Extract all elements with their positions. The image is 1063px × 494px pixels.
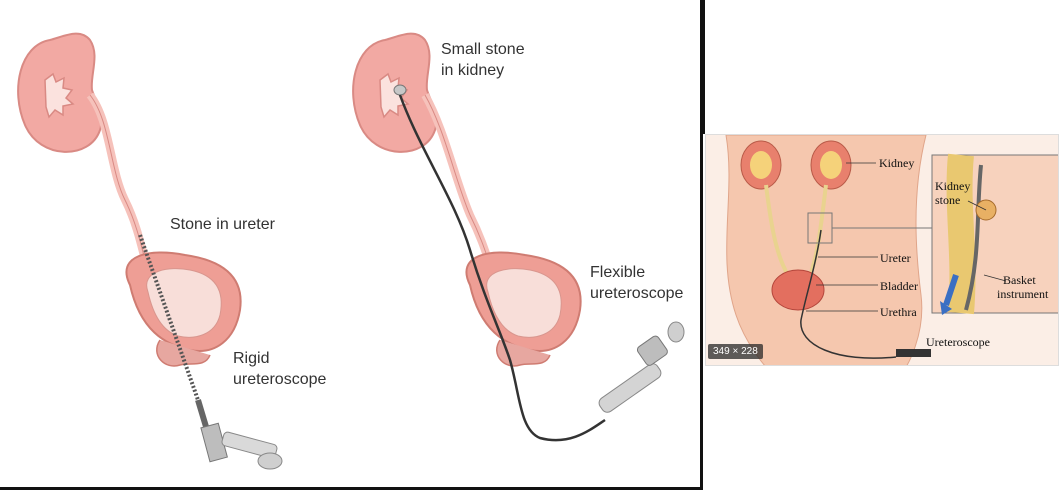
label-small-stone: Small stone: [441, 41, 525, 58]
kidney-left: [17, 32, 103, 153]
rigid-ureteroscope: [138, 234, 283, 470]
ureteroscopy-illustration: Stone in ureter Rigid ureteroscope Small…: [0, 0, 703, 490]
urinary-tract-drawing: [725, 135, 1058, 365]
label-flexible-ureteroscope: ureteroscope: [590, 285, 684, 302]
label-urethra: Urethra: [880, 305, 917, 319]
label-in-kidney: in kidney: [441, 62, 505, 79]
image-size-badge: 349 × 228: [708, 344, 763, 359]
bladder-left: [125, 251, 242, 367]
label-ureteroscope: Ureteroscope: [926, 335, 990, 349]
label-bladder: Bladder: [880, 279, 918, 293]
label-rigid: Rigid: [233, 350, 270, 367]
label-kidney: Kidney: [879, 156, 915, 170]
flexible-ureteroscope: [398, 94, 685, 442]
kidney-right: [352, 32, 438, 153]
label-rigid-ureteroscope: ureteroscope: [233, 371, 327, 388]
label-ureter: Ureter: [880, 251, 911, 265]
ureteroscopy-drawing: [17, 32, 685, 470]
urinary-tract-thumbnail[interactable]: Kidney Ureter Bladder Urethra Ureterosco…: [705, 134, 1059, 366]
label-flexible: Flexible: [590, 264, 646, 281]
label-stone-in-ureter: Stone in ureter: [170, 216, 275, 233]
label-inset-kidney: Kidney: [935, 179, 971, 193]
label-inset-instrument: instrument: [997, 287, 1049, 301]
label-inset-stone: stone: [935, 193, 961, 207]
bladder-right: [465, 251, 582, 367]
label-inset-basket: Basket: [1003, 273, 1036, 287]
divider-line: [702, 0, 705, 134]
